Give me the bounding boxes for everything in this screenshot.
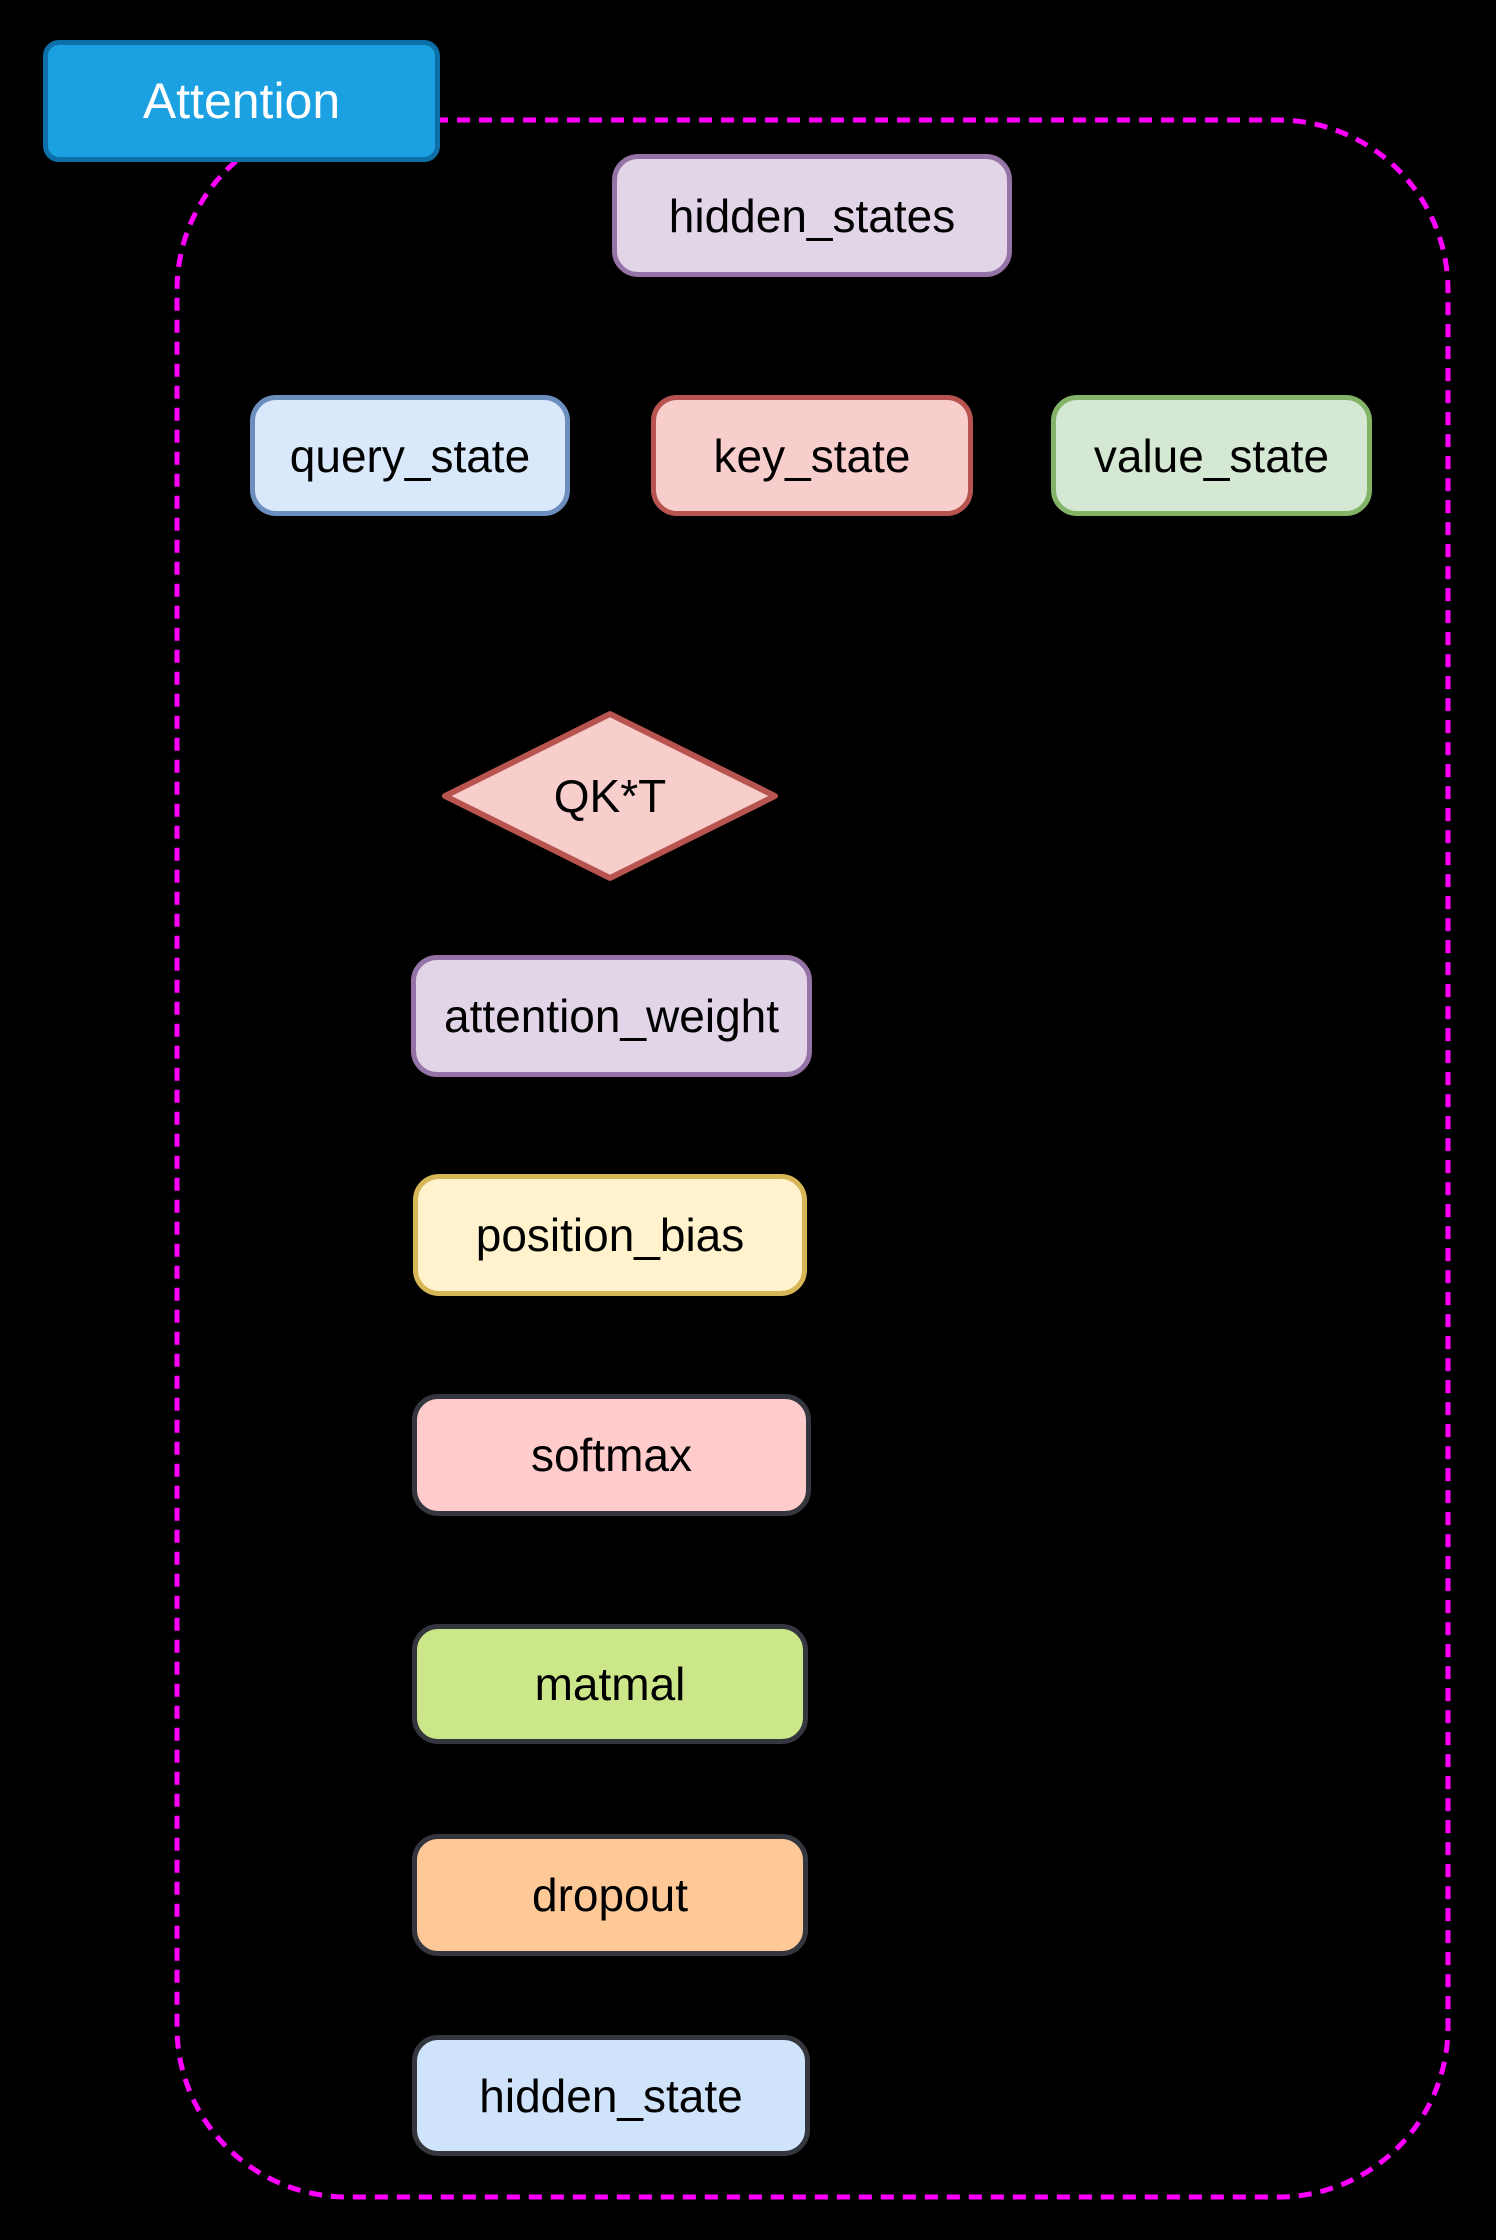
node-position-bias-label: position_bias <box>475 1209 745 1261</box>
node-value-state-label: value_state <box>1093 429 1330 482</box>
node-hidden-state[interactable]: hidden_state <box>412 2035 810 2156</box>
node-position-bias[interactable]: position_bias <box>413 1174 807 1296</box>
node-hidden-state-label: hidden_state <box>479 2069 743 2122</box>
node-key-state-label: key_state <box>713 429 911 482</box>
node-attention-weight[interactable]: attention_weight <box>411 955 812 1077</box>
node-matmal-label: matmal <box>534 1658 686 1710</box>
attention-group-dashed-border <box>174 117 1451 2200</box>
attention-badge-label: Attention <box>142 73 341 129</box>
node-softmax[interactable]: softmax <box>412 1394 811 1516</box>
node-key-state[interactable]: key_state <box>651 395 973 516</box>
node-qkt[interactable]: QK*T <box>445 714 775 878</box>
node-hidden-states[interactable]: hidden_states <box>612 154 1012 277</box>
node-dropout[interactable]: dropout <box>412 1834 808 1956</box>
attention-badge[interactable]: Attention <box>43 40 440 162</box>
node-value-state[interactable]: value_state <box>1051 395 1372 516</box>
node-matmal[interactable]: matmal <box>412 1624 808 1744</box>
node-dropout-label: dropout <box>531 1869 688 1921</box>
node-query-state[interactable]: query_state <box>250 395 570 516</box>
node-attention-weight-label: attention_weight <box>443 990 780 1042</box>
node-qkt-label: QK*T <box>553 770 667 822</box>
node-query-state-label: query_state <box>289 429 531 482</box>
node-hidden-states-label: hidden_states <box>668 189 956 242</box>
qkt-diamond-shape[interactable] <box>442 711 778 881</box>
node-softmax-label: softmax <box>530 1429 693 1481</box>
